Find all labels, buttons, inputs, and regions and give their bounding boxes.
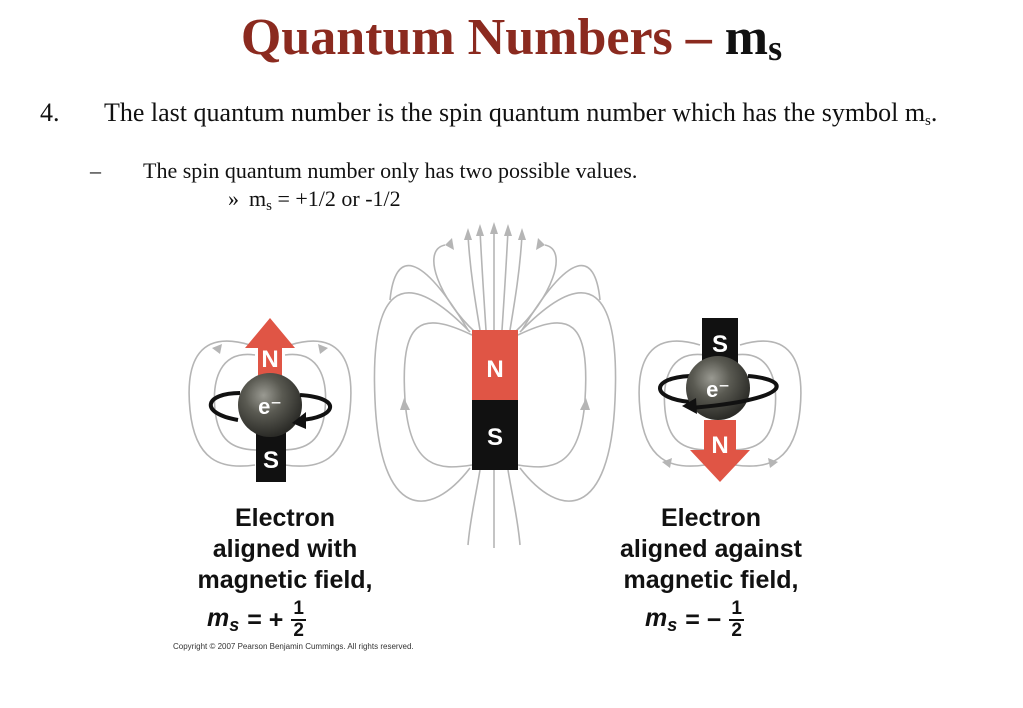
central-field-lines	[373, 228, 617, 548]
left-rotation-arrowhead	[292, 412, 306, 429]
left-rotation-front	[299, 393, 333, 422]
right-electron-label: e⁻	[706, 377, 730, 402]
title-symbol: ms	[724, 9, 783, 68]
left-field-lines	[188, 340, 352, 467]
left-rotation-back	[208, 391, 241, 422]
sub-item-two-values: The spin quantum number only has two pos…	[143, 158, 638, 183]
magnet-south-half	[472, 400, 518, 470]
magnet-south-label: S	[487, 424, 503, 451]
field-arrowheads	[400, 222, 590, 410]
sub-bullet-dash: –	[90, 158, 101, 183]
left-spin-arrow-north	[245, 318, 295, 395]
copyright-notice: Copyright © 2007 Pearson Benjamin Cummin…	[173, 642, 414, 651]
right-caption: Electron aligned against magnetic field,	[620, 504, 802, 594]
left-electron	[238, 373, 302, 437]
right-rotation-arrowhead	[682, 398, 697, 414]
left-south-label: S	[263, 447, 279, 474]
bullet-chevron: »	[228, 186, 239, 211]
right-south-label: S	[712, 331, 728, 358]
left-caption: Electron aligned with magnetic field,	[197, 504, 373, 594]
magnet-north-label: N	[486, 356, 503, 383]
left-field-arrowheads	[212, 344, 328, 354]
list-number: 4.	[40, 98, 60, 127]
left-north-label: N	[261, 346, 278, 373]
title-main: Quantum Numbers –	[240, 9, 725, 66]
right-north-label: N	[711, 432, 728, 459]
right-field-arrowheads	[662, 458, 778, 468]
left-electron-label: e⁻	[258, 394, 282, 419]
right-field-lines	[638, 340, 802, 467]
sub-sub-item-values: »ms = +1/2 or -1/2	[228, 186, 401, 214]
right-rotation-back	[658, 374, 691, 404]
magnet-north-half	[472, 330, 518, 400]
right-rotation-front	[689, 374, 779, 410]
slide-title: Quantum Numbers – ms	[0, 8, 1023, 78]
right-spin-arrow-north	[690, 420, 750, 482]
list-item-spin: The last quantum number is the spin quan…	[104, 98, 938, 129]
